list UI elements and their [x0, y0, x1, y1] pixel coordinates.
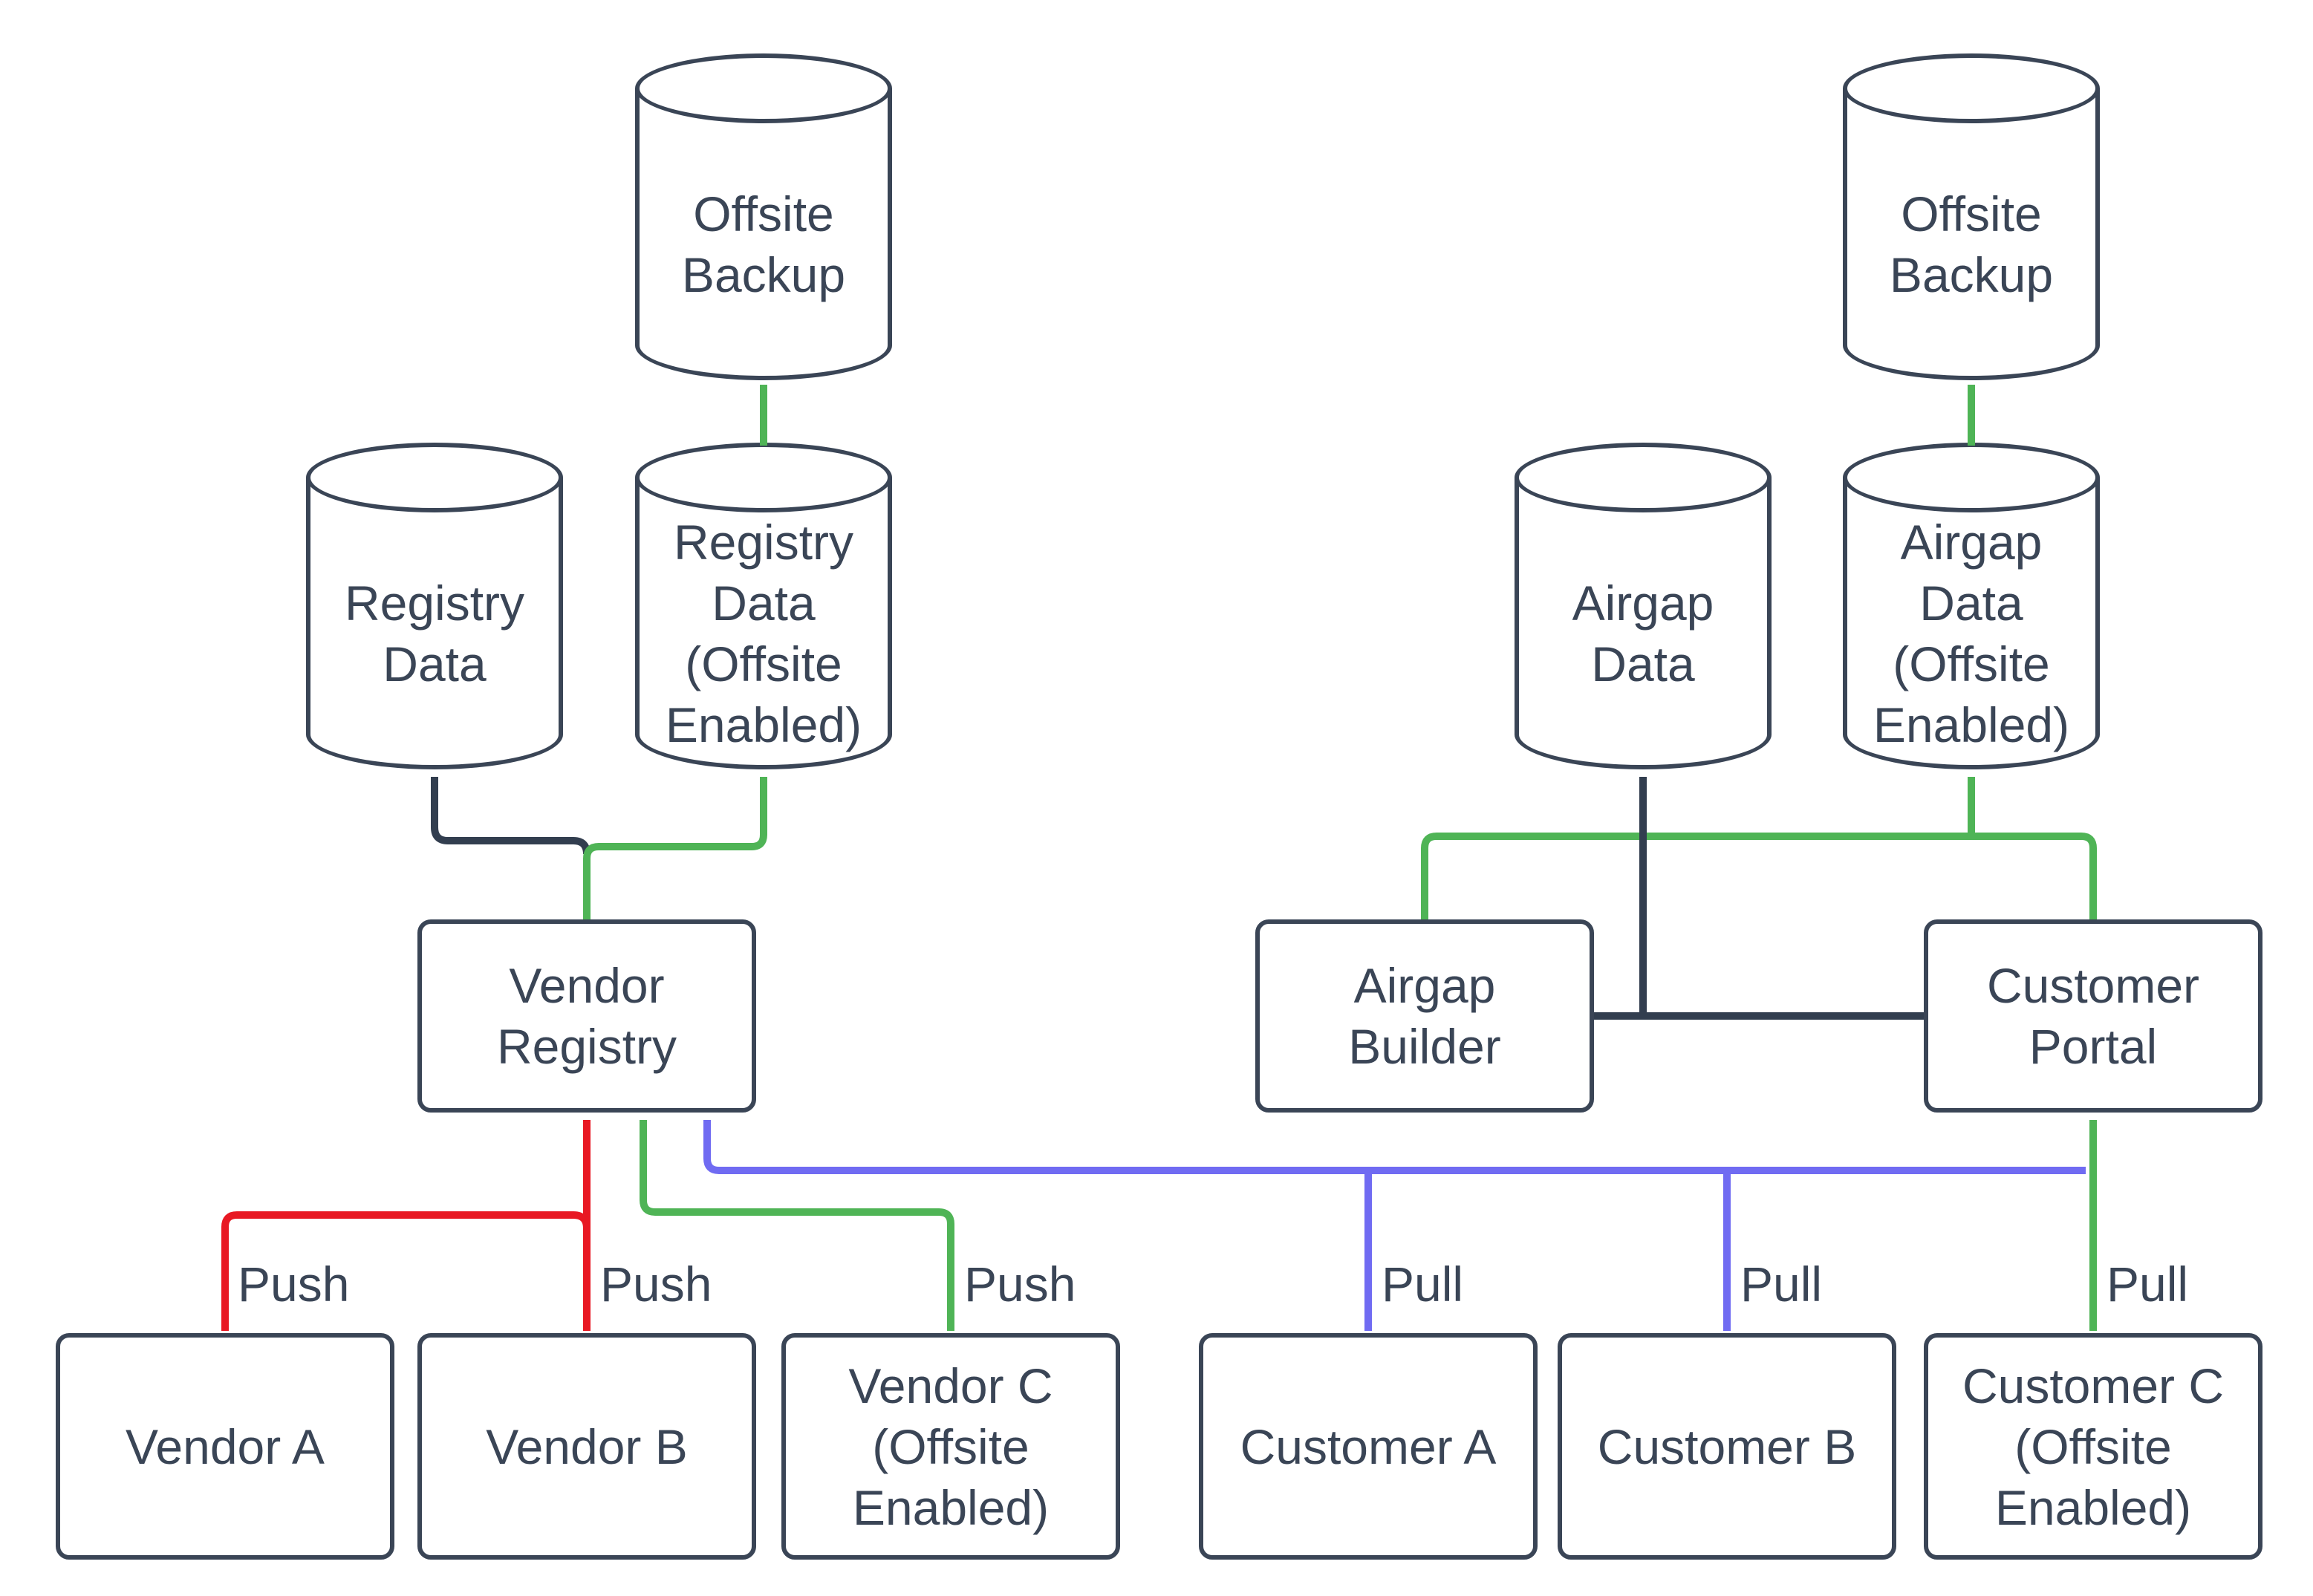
registry-data-label: Registry Data: [344, 576, 525, 691]
offsite-backup-left-label: Offsite Backup: [681, 186, 846, 302]
customer-b-node: Customer B: [1558, 1333, 1896, 1560]
offsite-backup-right-node: Offsite Backup: [1843, 53, 2100, 380]
offsite-backup-left-cylinder-body: [635, 88, 892, 380]
push-label-vendor-c: Push: [964, 1257, 1076, 1312]
vendor-a-node: Vendor A: [56, 1333, 394, 1560]
airgap-data-node: Airgap Data: [1515, 443, 1772, 769]
customer-a-node: Customer A: [1199, 1333, 1538, 1560]
offsite-backup-left-node: Offsite Backup: [635, 53, 892, 380]
push-label-vendor-a: Push: [238, 1257, 350, 1312]
edge-vendor-registry-to-registry-data: [431, 777, 591, 855]
customer-c-node: Customer C (Offsite Enabled): [1924, 1333, 2262, 1560]
vendor-registry-label: Vendor Registry: [496, 958, 677, 1074]
registry-data-cylinder-top: [306, 443, 563, 512]
vendor-c-label: Vendor C (Offsite Enabled): [848, 1358, 1053, 1535]
airgap-builder-node: Airgap Builder: [1255, 919, 1594, 1113]
customer-portal-node: Customer Portal: [1924, 919, 2262, 1113]
airgap-data-label: Airgap Data: [1572, 576, 1714, 691]
offsite-backup-right-cylinder-top: [1843, 53, 2100, 123]
airgap-data-offsite-cylinder-body: [1843, 478, 2100, 769]
pull-label-customer-a: Pull: [1382, 1257, 1464, 1312]
vendor-a-label: Vendor A: [126, 1419, 325, 1474]
offsite-backup-right-cylinder-body: [1843, 88, 2100, 380]
registry-data-offsite-cylinder-top: [635, 443, 892, 512]
offsite-backup-right-label: Offsite Backup: [1889, 186, 2054, 302]
pull-label-customer-c: Pull: [2107, 1257, 2189, 1312]
customer-a-label: Customer A: [1240, 1419, 1497, 1474]
customer-c-label: Customer C (Offsite Enabled): [1962, 1358, 2225, 1535]
registry-data-cylinder-body: [306, 478, 563, 769]
edge-vendor-registry-to-registry-data-offsite: [583, 777, 767, 919]
edge-customer-portal-to-airgap-builder: [1421, 833, 2097, 919]
edge-customers-pull-to-vendor-registry: [703, 1120, 2056, 1174]
vendor-b-label: Vendor B: [486, 1419, 688, 1474]
registry-data-node: Registry Data: [306, 443, 563, 769]
customer-portal-label: Customer Portal: [1986, 958, 2200, 1074]
airgap-data-offsite-label: Airgap Data (Offsite Enabled): [1873, 515, 2070, 752]
vendor-b-node: Vendor B: [417, 1333, 756, 1560]
registry-data-offsite-cylinder-body: [635, 478, 892, 769]
airgap-data-offsite-cylinder-top: [1843, 443, 2100, 512]
airgap-data-cylinder-top: [1515, 443, 1772, 512]
push-label-vendor-b: Push: [600, 1257, 712, 1312]
vendor-registry-node: Vendor Registry: [417, 919, 756, 1113]
airgap-data-cylinder-body: [1515, 478, 1772, 769]
airgap-data-offsite-node: Airgap Data (Offsite Enabled): [1843, 443, 2100, 769]
registry-data-offsite-label: Registry Data (Offsite Enabled): [665, 515, 862, 752]
vendor-c-node: Vendor C (Offsite Enabled): [781, 1333, 1120, 1560]
offsite-backup-left-cylinder-top: [635, 53, 892, 123]
customer-b-label: Customer B: [1597, 1419, 1857, 1474]
registry-data-offsite-node: Registry Data (Offsite Enabled): [635, 443, 892, 769]
pull-label-customer-b: Pull: [1740, 1257, 1823, 1312]
airgap-builder-label: Airgap Builder: [1348, 958, 1501, 1074]
